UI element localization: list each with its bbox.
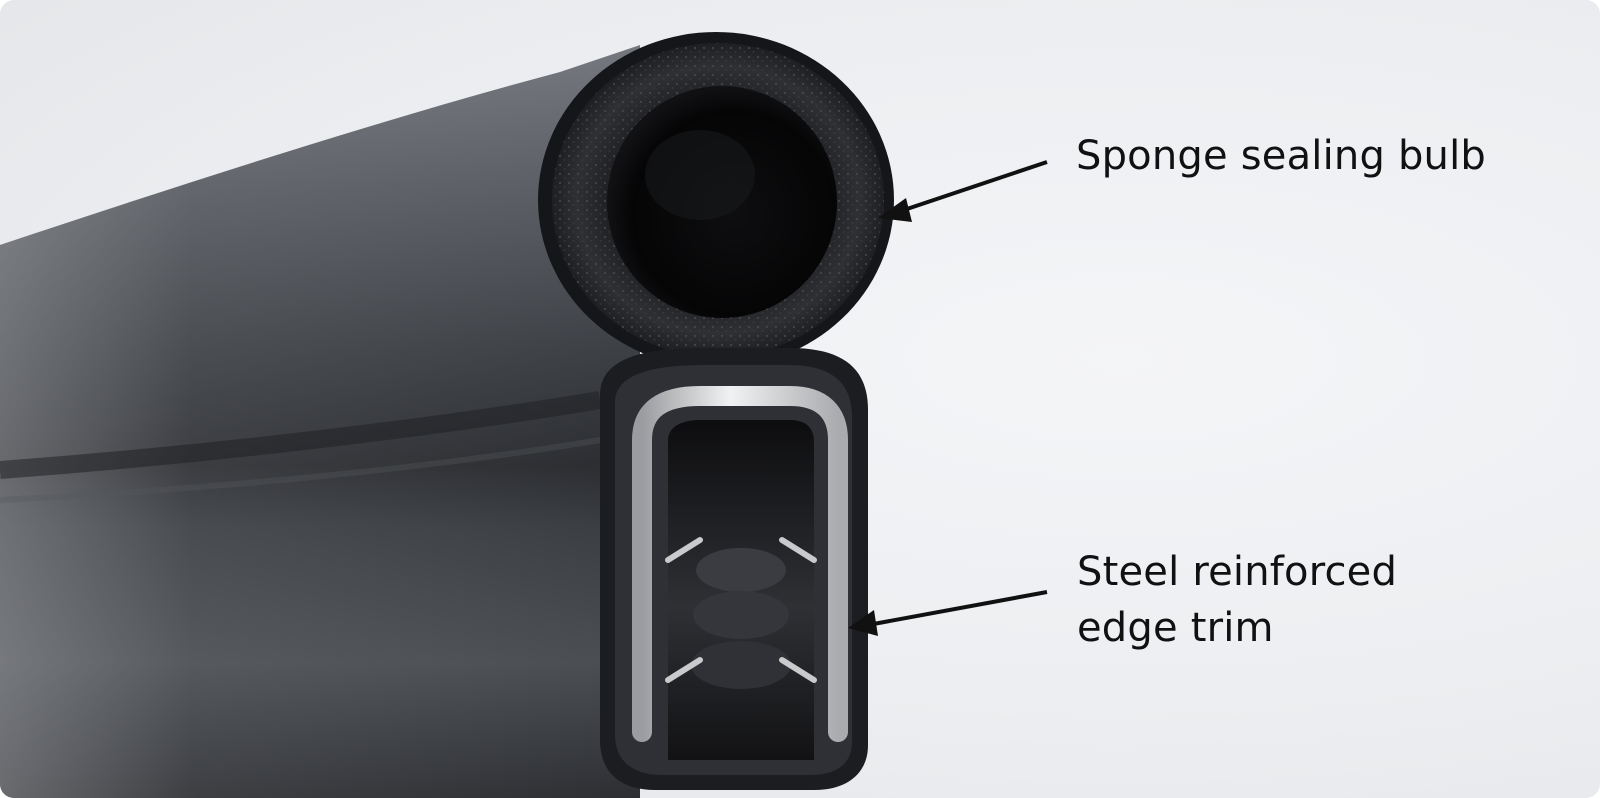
callout-trim-line-2: edge trim [1077,605,1274,651]
callout-arrow-trim [848,590,1048,636]
callout-bulb-text: Sponge sealing bulb [1076,133,1487,179]
callout-label-bulb: Sponge sealing bulb [1076,128,1486,184]
edge-trim [600,348,868,790]
callout-arrow-bulb [878,160,1048,222]
sponge-bulb [538,32,894,368]
callout-trim-line-1: Steel reinforced [1077,549,1398,595]
callout-label-trim: Steel reinforced edge trim [1077,544,1507,656]
